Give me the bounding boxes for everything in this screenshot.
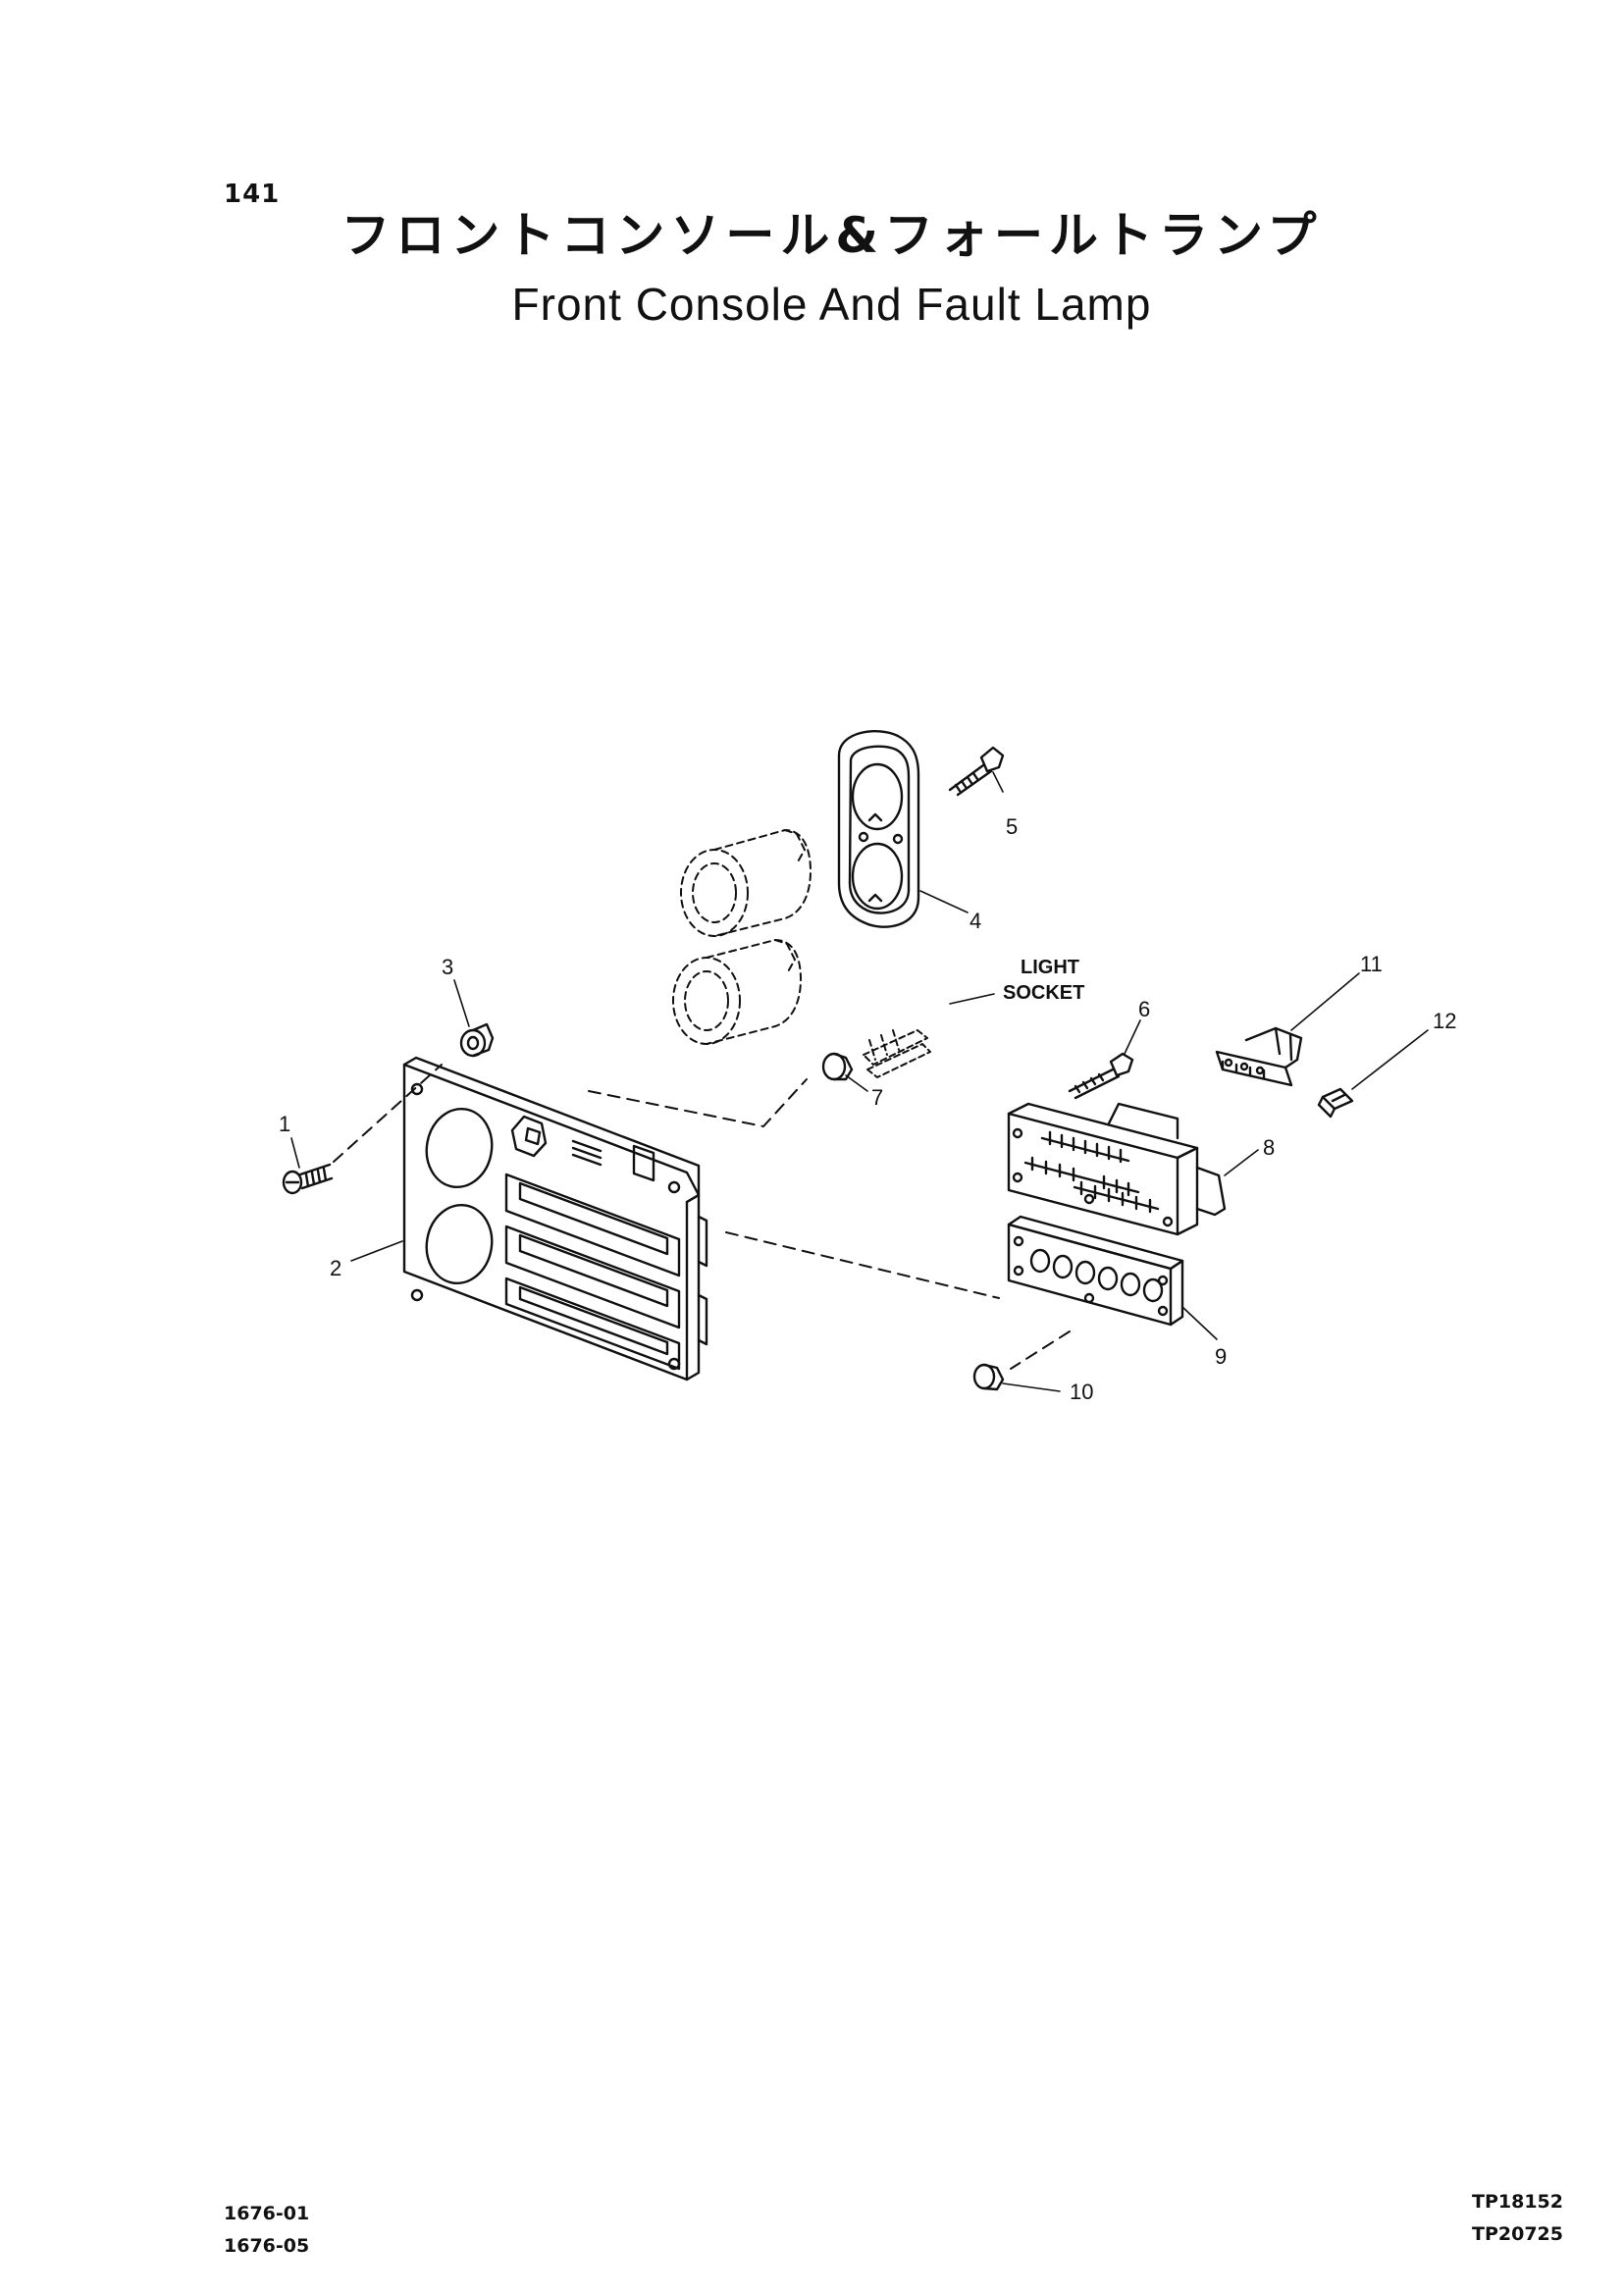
screw-5 — [948, 746, 1005, 797]
gauge-phantom — [672, 829, 812, 1045]
callout-4: 4 — [969, 909, 981, 933]
drawing-code: 1676-05 — [224, 2235, 310, 2257]
connector-11 — [1215, 1026, 1303, 1087]
light-socket-label-line1: LIGHT — [1021, 957, 1079, 978]
callout-2: 2 — [330, 1256, 341, 1280]
plug-12 — [1317, 1087, 1354, 1119]
screw-1 — [282, 1163, 334, 1195]
drawing-code: 1676-01 — [224, 2203, 310, 2224]
leader-lines — [290, 771, 1429, 1392]
gauge-ring-4 — [837, 729, 920, 928]
drawing-code: TP20725 — [1472, 2223, 1563, 2245]
screw-6 — [1068, 1052, 1134, 1100]
callout-12: 12 — [1433, 1009, 1456, 1033]
page-number: 141 — [224, 180, 281, 209]
grommet-3 — [459, 1022, 495, 1058]
title-japanese: フロントコンソール&フォールトランプ — [341, 207, 1323, 264]
title-block: フロントコンソール&フォールトランプ Front Console And Fau… — [0, 211, 1624, 327]
callout-1: 1 — [279, 1112, 290, 1136]
light-socket-phantom — [863, 1029, 931, 1078]
callout-7: 7 — [871, 1085, 883, 1110]
callout-6: 6 — [1138, 997, 1150, 1021]
title-english: Front Console And Fault Lamp — [511, 279, 1152, 330]
bulb-7 — [821, 1052, 854, 1081]
callout-5: 5 — [1006, 814, 1018, 839]
lens-plate-9 — [1007, 1215, 1184, 1327]
callout-9: 9 — [1215, 1344, 1227, 1369]
assembly-lines — [333, 1064, 1071, 1370]
bulb-10 — [972, 1363, 1005, 1391]
lamp-housing-8 — [1007, 1102, 1227, 1236]
drawing-codes-left: 1676-01 1676-05 — [224, 2198, 309, 2263]
callout-3: 3 — [442, 955, 453, 979]
light-socket-label-line2: SOCKET — [1003, 982, 1084, 1004]
callout-10: 10 — [1070, 1380, 1093, 1404]
callout-8: 8 — [1263, 1135, 1275, 1160]
drawing-code: TP18152 — [1472, 2191, 1563, 2213]
callout-11: 11 — [1360, 952, 1383, 976]
drawing-codes-right: TP18152 TP20725 — [1472, 2186, 1563, 2251]
front-console-panel — [402, 1056, 708, 1382]
